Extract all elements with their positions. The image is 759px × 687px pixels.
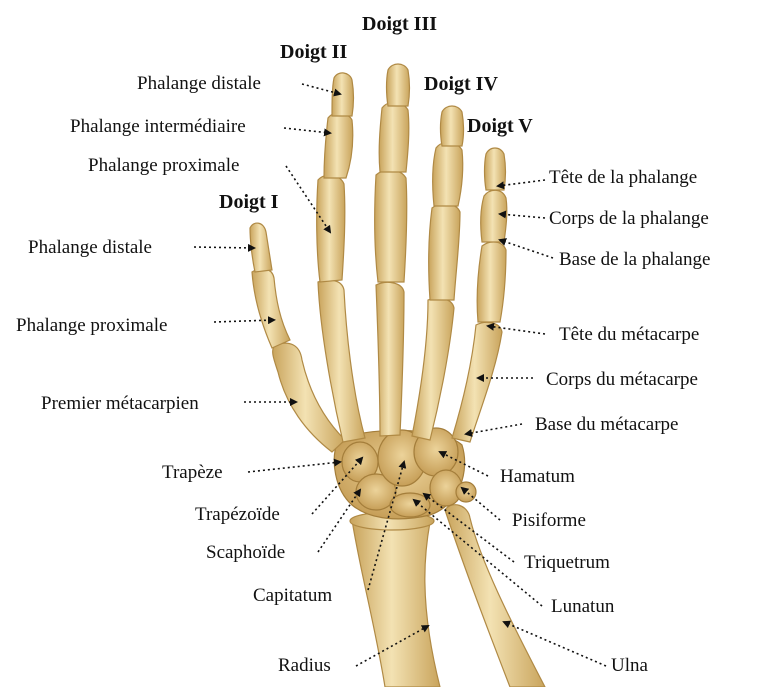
digit-ii-label: Doigt II: [280, 41, 348, 63]
digit-iv-label: Doigt IV: [424, 73, 498, 95]
label-ulna: Ulna: [611, 655, 648, 676]
label-phalanx-base: Base de la phalange: [559, 249, 711, 270]
label-first-metacarpal: Premier métacarpien: [41, 393, 199, 414]
label-hamate: Hamatum: [500, 466, 575, 487]
forearm-bones: [349, 504, 546, 687]
label-pisiform: Pisiforme: [512, 510, 586, 531]
label-metacarpal-base: Base du métacarpe: [535, 414, 679, 435]
label-d2-intermediate-phalanx: Phalange intermédiaire: [70, 116, 246, 137]
metacarpal-bones: [272, 279, 503, 453]
label-metacarpal-head: Tête du métacarpe: [559, 324, 700, 345]
label-trapezoid: Trapézoïde: [195, 504, 280, 525]
label-metacarpal-body: Corps du métacarpe: [546, 369, 698, 390]
label-d2-proximal-phalanx: Phalange proximale: [88, 155, 240, 176]
digit-v-label: Doigt V: [467, 115, 533, 137]
label-d1-distal-phalanx: Phalange distale: [28, 237, 152, 258]
digit-i-label: Doigt I: [219, 191, 279, 213]
label-d1-proximal-phalanx: Phalange proximale: [16, 315, 168, 336]
label-d2-distal-phalanx: Phalange distale: [137, 73, 261, 94]
label-capitate: Capitatum: [253, 585, 333, 606]
label-trapeze: Trapèze: [162, 462, 223, 483]
label-radius: Radius: [278, 655, 331, 676]
label-phalanx-body: Corps de la phalange: [549, 208, 709, 229]
leader-lines: [193, 83, 607, 667]
label-lunate: Lunatun: [551, 596, 615, 617]
label-scaphoid: Scaphoïde: [206, 542, 286, 563]
digit-iii-label: Doigt III: [362, 13, 438, 35]
label-triquetrum: Triquetrum: [524, 552, 610, 573]
ulna-bone: [444, 504, 546, 687]
label-phalanx-head: Tête de la phalange: [549, 167, 698, 188]
